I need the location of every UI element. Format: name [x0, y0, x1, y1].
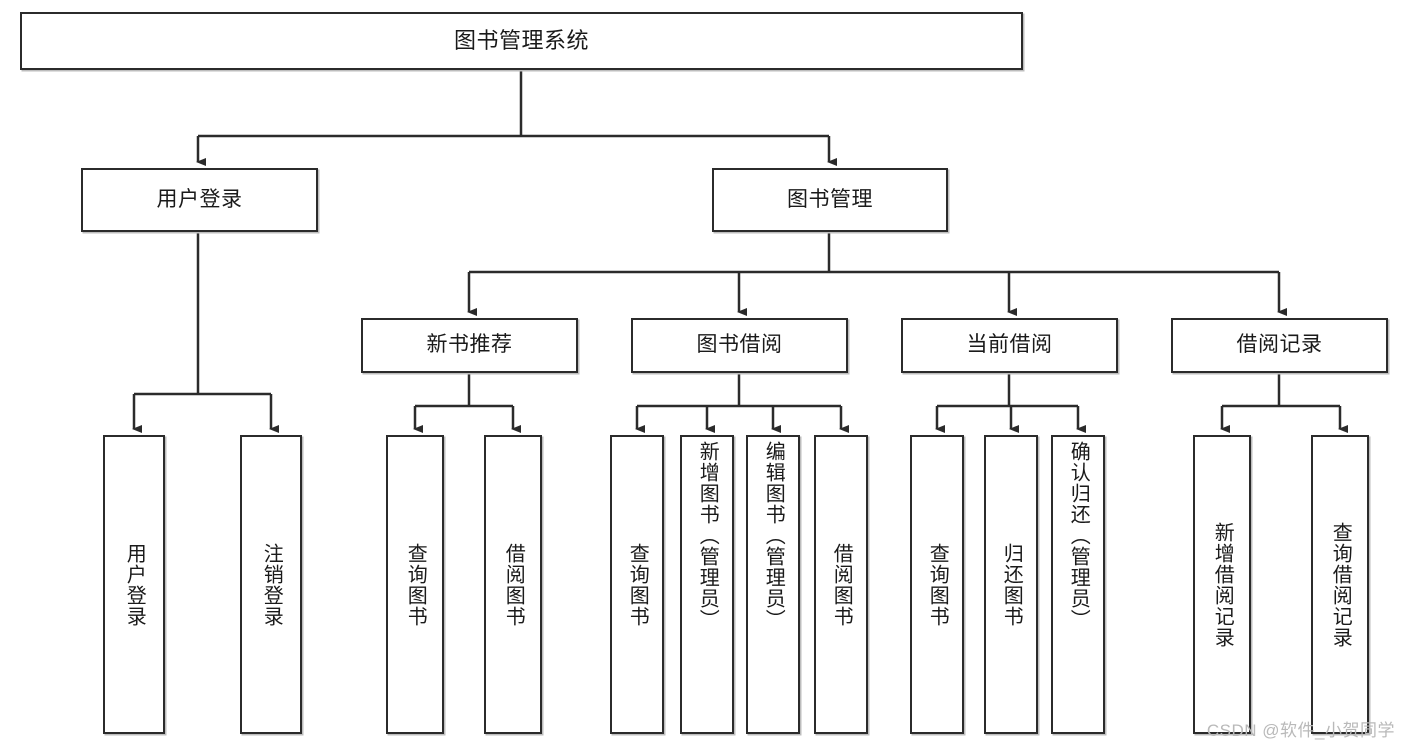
- node-leaf-query-book-3-label: 查询图书: [926, 542, 949, 627]
- node-book-management-label: 图书管理: [787, 187, 873, 211]
- node-leaf-user-login[interactable]: 用户登录: [103, 435, 165, 734]
- node-leaf-logout-login[interactable]: 注销登录: [240, 435, 302, 734]
- node-leaf-add-book[interactable]: 新增图书（管理员）: [680, 435, 734, 734]
- node-current-borrow[interactable]: 当前借阅: [901, 318, 1118, 373]
- node-borrow-record-label: 借阅记录: [1236, 333, 1323, 357]
- node-current-borrow-label: 当前借阅: [966, 333, 1053, 357]
- node-leaf-edit-book-label: 编辑图书（管理员）: [762, 441, 785, 630]
- node-leaf-add-book-label: 新增图书（管理员）: [696, 441, 719, 630]
- node-leaf-query-book-3[interactable]: 查询图书: [910, 435, 964, 734]
- node-leaf-return-book-label: 归还图书: [1000, 542, 1023, 627]
- node-leaf-query-book-1[interactable]: 查询图书: [386, 435, 444, 734]
- node-leaf-query-book-2-label: 查询图书: [626, 542, 649, 627]
- node-leaf-edit-book[interactable]: 编辑图书（管理员）: [746, 435, 800, 734]
- node-leaf-borrow-book-1-label: 借阅图书: [502, 542, 525, 627]
- node-borrow-record[interactable]: 借阅记录: [1171, 318, 1388, 373]
- node-leaf-confirm-return-label: 确认归还（管理员）: [1067, 441, 1090, 630]
- node-leaf-query-book-2[interactable]: 查询图书: [610, 435, 664, 734]
- watermark-text: CSDN @软件_小贺同学: [1206, 721, 1395, 740]
- node-leaf-add-borrow-record[interactable]: 新增借阅记录: [1193, 435, 1251, 734]
- node-user-login-label: 用户登录: [156, 187, 243, 211]
- node-root-label: 图书管理系统: [453, 28, 589, 54]
- node-book-borrow-label: 图书借阅: [696, 333, 783, 357]
- node-book-management[interactable]: 图书管理: [712, 168, 948, 232]
- node-leaf-borrow-book-2[interactable]: 借阅图书: [814, 435, 868, 734]
- node-leaf-add-borrow-record-label: 新增借阅记录: [1211, 521, 1234, 648]
- node-user-login[interactable]: 用户登录: [81, 168, 318, 232]
- node-leaf-borrow-book-1[interactable]: 借阅图书: [484, 435, 542, 734]
- node-book-borrow[interactable]: 图书借阅: [631, 318, 848, 373]
- node-leaf-return-book[interactable]: 归还图书: [984, 435, 1038, 734]
- node-leaf-query-borrow-record[interactable]: 查询借阅记录: [1311, 435, 1369, 734]
- node-root[interactable]: 图书管理系统: [20, 12, 1023, 70]
- node-new-book-recommend[interactable]: 新书推荐: [361, 318, 578, 373]
- node-leaf-logout-login-label: 注销登录: [260, 542, 283, 627]
- node-leaf-confirm-return[interactable]: 确认归还（管理员）: [1051, 435, 1105, 734]
- node-leaf-query-borrow-record-label: 查询借阅记录: [1329, 521, 1352, 648]
- node-leaf-borrow-book-2-label: 借阅图书: [830, 542, 853, 627]
- node-leaf-user-login-label: 用户登录: [123, 542, 146, 627]
- node-new-book-recommend-label: 新书推荐: [426, 333, 513, 357]
- node-leaf-query-book-1-label: 查询图书: [404, 542, 427, 627]
